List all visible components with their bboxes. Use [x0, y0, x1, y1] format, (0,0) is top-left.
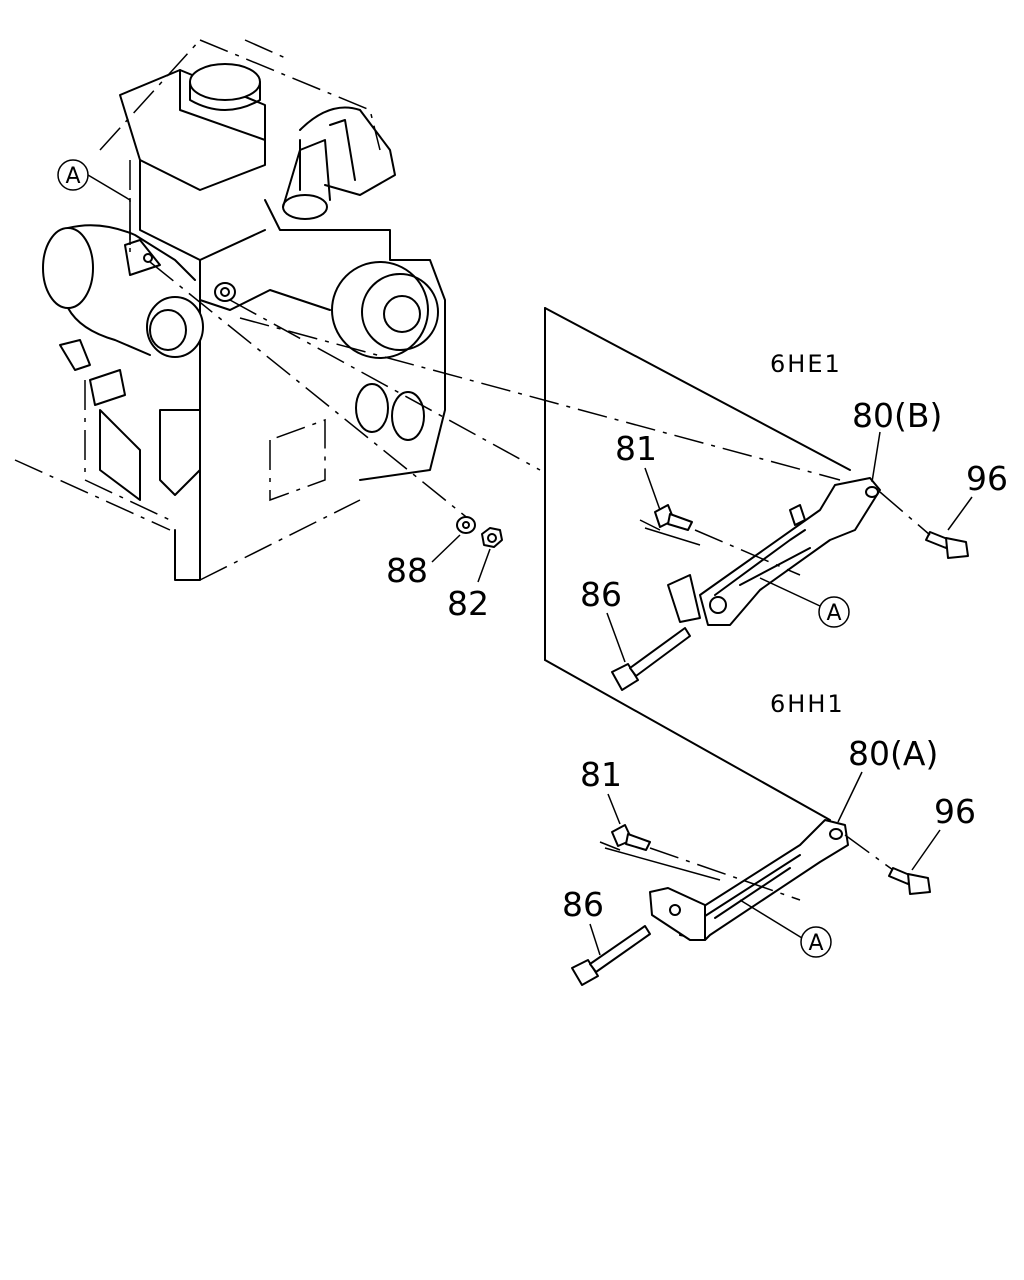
- bolt-86-upper: [611, 627, 691, 691]
- bolt-81-upper: [654, 504, 693, 531]
- bracket-80a: [649, 819, 849, 941]
- svg-text:A: A: [65, 164, 80, 189]
- label-96-lower: 96: [934, 792, 976, 831]
- svg-text:A: A: [808, 931, 823, 956]
- washer-88: [456, 516, 476, 534]
- callout-a-engine: A: [57, 159, 131, 245]
- callout-a-lower: A: [739, 899, 832, 958]
- nut-82: [481, 527, 503, 548]
- label-96-upper: 96: [966, 459, 1008, 498]
- bolt-86-lower: [571, 925, 651, 986]
- label-80a: 80(A): [848, 734, 938, 773]
- bolt-81-lower: [611, 824, 651, 851]
- callout-a-upper: A: [759, 577, 850, 628]
- label-82: 82: [447, 584, 489, 623]
- label-81-lower: 81: [580, 755, 622, 794]
- label-86-upper: 86: [580, 575, 622, 614]
- engine-block: [14, 39, 446, 581]
- variant-label-6hh1: 6HH1: [770, 690, 845, 718]
- svg-text:A: A: [826, 601, 841, 626]
- label-80b: 80(B): [852, 396, 942, 435]
- bolt-96-upper: [925, 531, 969, 559]
- label-86-lower: 86: [562, 885, 604, 924]
- bolt-96-lower: [888, 867, 931, 895]
- label-88: 88: [386, 551, 428, 590]
- variant-label-6he1: 6HE1: [770, 350, 842, 378]
- bracket-80b: [667, 477, 881, 626]
- label-81-upper: 81: [615, 429, 657, 468]
